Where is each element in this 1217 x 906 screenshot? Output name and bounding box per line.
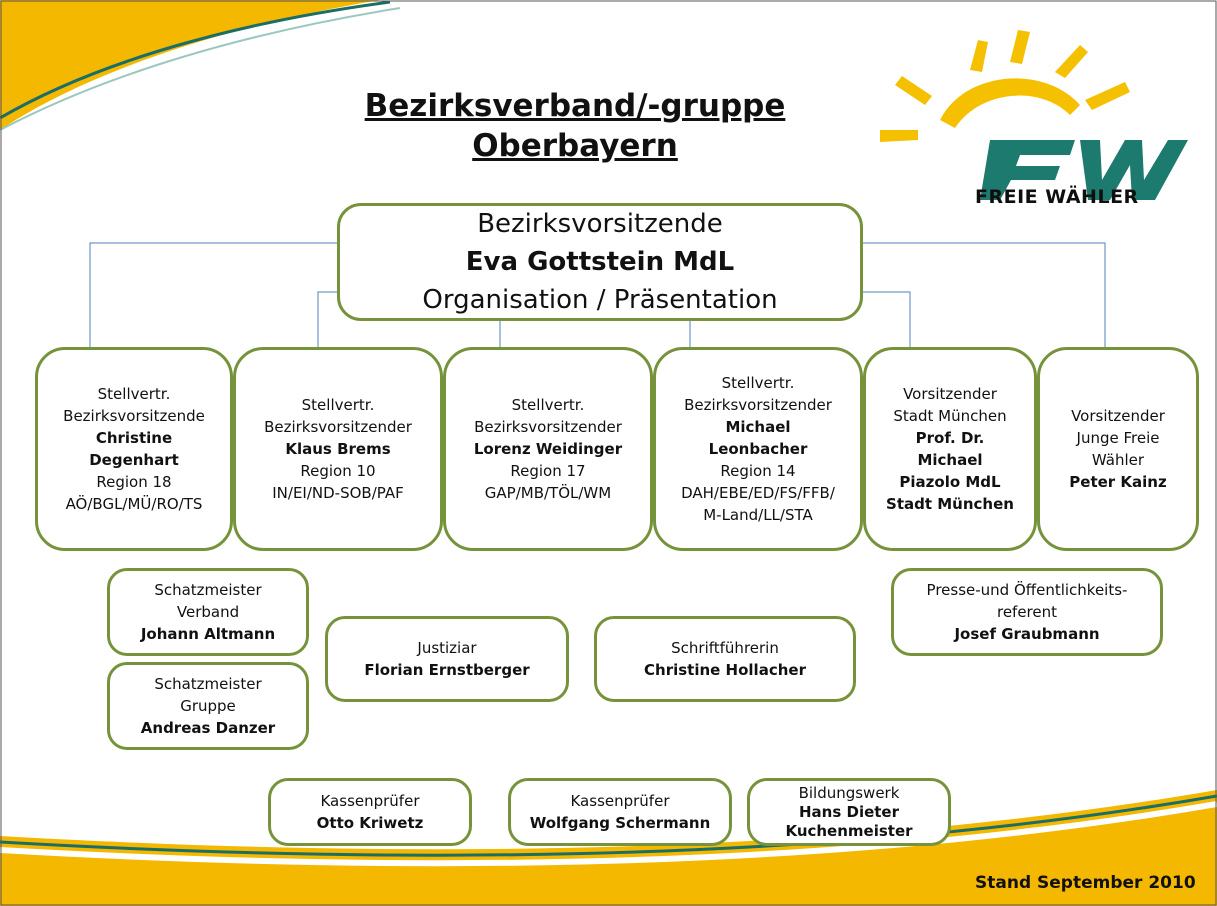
deputy-box-1: Stellvertr. Bezirksvorsitzende Christine… <box>35 347 233 551</box>
deputy-2-region: Region 10 <box>300 462 376 480</box>
deputy-2-line2: Bezirksvorsitzender <box>264 418 412 436</box>
deputy-1-name1: Christine <box>95 429 173 447</box>
deputy-4-line2: Bezirksvorsitzender <box>684 396 832 414</box>
deputy-6-line3: Wähler <box>1091 451 1145 469</box>
education-name2: Kuchenmeister <box>785 821 913 840</box>
auditor-2-name: Wolfgang Schermann <box>529 814 711 832</box>
justiziar-box: Justiziar Florian Ernstberger <box>325 616 569 702</box>
education-box: Bildungswerk Hans Dieter Kuchenmeister <box>747 778 951 846</box>
head-role: Bezirksvorsitzende <box>477 209 723 239</box>
footer-date: Stand September 2010 <box>975 873 1196 893</box>
deputy-5-name1: Prof. Dr. <box>915 429 985 447</box>
deputy-box-4: Stellvertr. Bezirksvorsitzender Michael … <box>653 347 863 551</box>
auditor-1-role: Kassenprüfer <box>320 792 420 810</box>
press-box: Presse-und Öffentlichkeits- referent Jos… <box>891 568 1163 656</box>
education-role: Bildungswerk <box>798 783 900 802</box>
press-name: Josef Graubmann <box>954 625 1100 643</box>
education-name1: Hans Dieter <box>798 802 899 821</box>
justiziar-role: Justiziar <box>417 639 477 657</box>
head-box: Bezirksvorsitzende Eva Gottstein MdL Org… <box>337 203 863 321</box>
deputy-5-name2: Michael <box>917 451 983 469</box>
deputy-4-areas2: M-Land/LL/STA <box>703 506 813 524</box>
treasurer-verband-line2: Verband <box>176 603 240 621</box>
deputy-2-line1: Stellvertr. <box>301 396 375 414</box>
title-line-1: Bezirksverband/-gruppe <box>364 88 786 124</box>
deputy-3-line2: Bezirksvorsitzender <box>474 418 622 436</box>
deputy-4-name1: Michael <box>725 418 791 436</box>
auditor-2-box: Kassenprüfer Wolfgang Schermann <box>508 778 732 846</box>
deputy-4-line1: Stellvertr. <box>721 374 795 392</box>
deputy-6-line2: Junge Freie <box>1076 429 1160 447</box>
deputy-5-name3: Piazolo MdL <box>899 473 1001 491</box>
page-title: Bezirksverband/-gruppe Oberbayern <box>320 86 830 166</box>
deputy-1-line2: Bezirksvorsitzende <box>63 407 205 425</box>
treasurer-verband-line1: Schatzmeister <box>154 581 262 599</box>
deputy-1-region: Region 18 <box>96 473 172 491</box>
logo-wordmark: FREIE WÄHLER <box>975 186 1139 208</box>
deputy-5-line2: Stadt München <box>893 407 1007 425</box>
deputy-5-name4: Stadt München <box>886 495 1014 513</box>
treasurer-gruppe-name: Andreas Danzer <box>140 719 276 737</box>
secretary-name: Christine Hollacher <box>644 661 806 679</box>
head-dept: Organisation / Präsentation <box>422 285 778 315</box>
treasurer-verband-box: Schatzmeister Verband Johann Altmann <box>107 568 309 656</box>
deputy-box-5: Vorsitzender Stadt München Prof. Dr. Mic… <box>863 347 1037 551</box>
deputy-2-areas: IN/EI/ND-SOB/PAF <box>272 484 404 502</box>
deputy-box-6: Vorsitzender Junge Freie Wähler Peter Ka… <box>1037 347 1199 551</box>
deputy-1-line1: Stellvertr. <box>97 385 171 403</box>
deputy-5-line1: Vorsitzender <box>903 385 997 403</box>
secretary-box: Schriftführerin Christine Hollacher <box>594 616 856 702</box>
treasurer-verband-name: Johann Altmann <box>140 625 276 643</box>
deputy-1-name2: Degenhart <box>89 451 179 469</box>
press-line2: referent <box>996 603 1058 621</box>
secretary-role: Schriftführerin <box>671 639 779 657</box>
press-line1: Presse-und Öffentlichkeits- <box>926 581 1128 599</box>
deputy-6-name: Peter Kainz <box>1069 473 1167 491</box>
auditor-1-name: Otto Kriwetz <box>316 814 424 832</box>
head-name: Eva Gottstein MdL <box>465 247 735 277</box>
deputy-3-region: Region 17 <box>510 462 586 480</box>
deputy-1-areas: AÖ/BGL/MÜ/RO/TS <box>65 495 203 513</box>
deputy-4-areas1: DAH/EBE/ED/FS/FFB/ <box>681 484 835 502</box>
treasurer-gruppe-box: Schatzmeister Gruppe Andreas Danzer <box>107 662 309 750</box>
justiziar-name: Florian Ernstberger <box>364 661 530 679</box>
deputy-4-name2: Leonbacher <box>708 440 808 458</box>
deputy-6-line1: Vorsitzender <box>1071 407 1165 425</box>
deputy-2-name: Klaus Brems <box>285 440 391 458</box>
treasurer-gruppe-line1: Schatzmeister <box>154 675 262 693</box>
deputy-3-areas: GAP/MB/TÖL/WM <box>484 484 612 502</box>
deputy-4-region: Region 14 <box>720 462 796 480</box>
deputy-box-2: Stellvertr. Bezirksvorsitzender Klaus Br… <box>233 347 443 551</box>
treasurer-gruppe-line2: Gruppe <box>180 697 236 715</box>
title-line-2: Oberbayern <box>472 128 678 164</box>
deputy-box-3: Stellvertr. Bezirksvorsitzender Lorenz W… <box>443 347 653 551</box>
freie-waehler-logo <box>880 30 1188 200</box>
auditor-2-role: Kassenprüfer <box>570 792 670 810</box>
deputy-3-line1: Stellvertr. <box>511 396 585 414</box>
deputy-3-name: Lorenz Weidinger <box>473 440 623 458</box>
auditor-1-box: Kassenprüfer Otto Kriwetz <box>268 778 472 846</box>
